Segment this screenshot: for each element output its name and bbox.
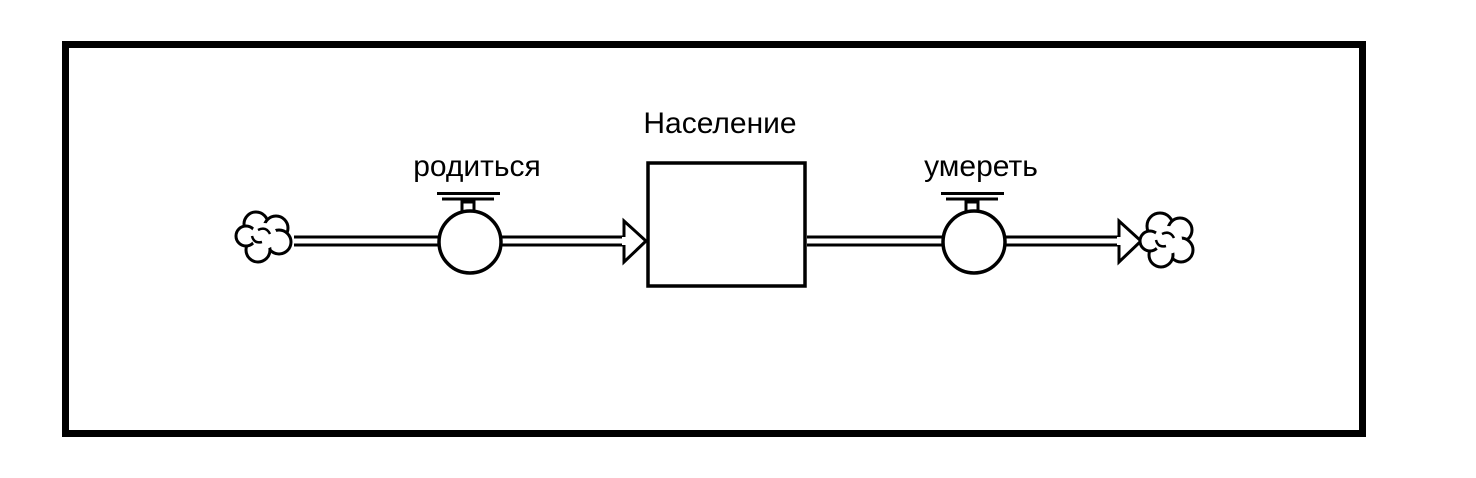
- outflow-label: умереть: [924, 150, 1038, 183]
- inflow-pipe-right: [502, 217, 649, 266]
- sink-cloud-icon[interactable]: [1138, 211, 1195, 269]
- inflow-label: родиться: [413, 150, 541, 183]
- source-cloud-icon[interactable]: [234, 210, 293, 264]
- inflow-pipe-left: [294, 235, 440, 247]
- outflow-pipe-left: [807, 235, 944, 247]
- outflow-pipe-right: [1006, 217, 1144, 266]
- stock-box[interactable]: [646, 161, 807, 288]
- inflow-valve-icon[interactable]: [437, 192, 503, 275]
- outflow-valve-icon[interactable]: [941, 192, 1007, 275]
- diagram-frame: [62, 41, 1366, 437]
- stock-label: Население: [643, 107, 796, 140]
